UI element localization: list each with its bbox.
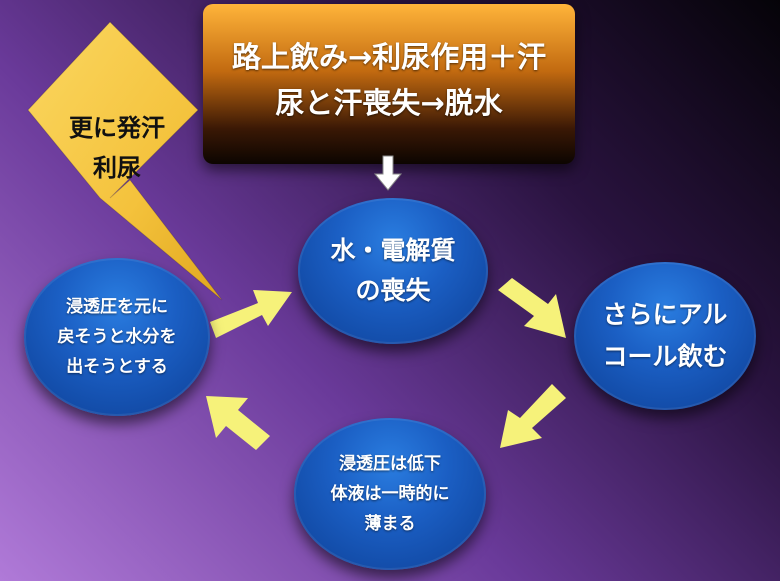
arrow-left-to-top-icon bbox=[210, 290, 292, 338]
callout-line-1: 更に発汗 bbox=[69, 114, 165, 142]
cause-line-1: 路上飲み→利尿作用＋汗 bbox=[231, 40, 547, 74]
down-arrow-icon bbox=[373, 155, 403, 191]
node-fluid-loss-line-1: 水・電解質 bbox=[330, 236, 456, 265]
node-osmotic-restore-line-1: 浸透圧を元に bbox=[66, 297, 168, 317]
arrow-bottom-to-left-icon bbox=[206, 396, 270, 450]
cause-box: 路上飲み→利尿作用＋汗 尿と汗喪失→脱水 bbox=[203, 4, 575, 164]
callout-line-2: 利尿 bbox=[93, 154, 141, 182]
node-osmotic-drop-line-3: 薄まる bbox=[364, 514, 416, 534]
callout-text: 更に発汗 利尿 bbox=[42, 108, 192, 188]
cause-line-2: 尿と汗喪失→脱水 bbox=[275, 86, 503, 120]
node-osmotic-drop-line-2: 体液は一時的に bbox=[330, 484, 450, 504]
node-osmotic-restore-line-2: 戻そうと水分を bbox=[57, 327, 177, 347]
node-osmotic-drop-line-1: 浸透圧は低下 bbox=[339, 454, 441, 474]
node-osmotic-restore-line-3: 出そうとする bbox=[66, 357, 168, 377]
arrow-right-to-bottom-icon bbox=[500, 384, 566, 448]
node-osmotic-restore: 浸透圧を元に 戻そうと水分を 出そうとする bbox=[24, 258, 210, 416]
arrow-top-to-right-icon bbox=[498, 278, 566, 338]
node-fluid-loss-line-2: の喪失 bbox=[355, 276, 431, 305]
callout-shape bbox=[27, 21, 223, 301]
node-fluid-loss: 水・電解質 の喪失 bbox=[298, 198, 488, 344]
node-more-alcohol-line-1: さらにアル bbox=[602, 300, 728, 329]
node-more-alcohol: さらにアル コール飲む bbox=[574, 262, 756, 410]
node-osmotic-drop: 浸透圧は低下 体液は一時的に 薄まる bbox=[294, 418, 486, 570]
node-more-alcohol-line-2: コール飲む bbox=[602, 342, 728, 371]
